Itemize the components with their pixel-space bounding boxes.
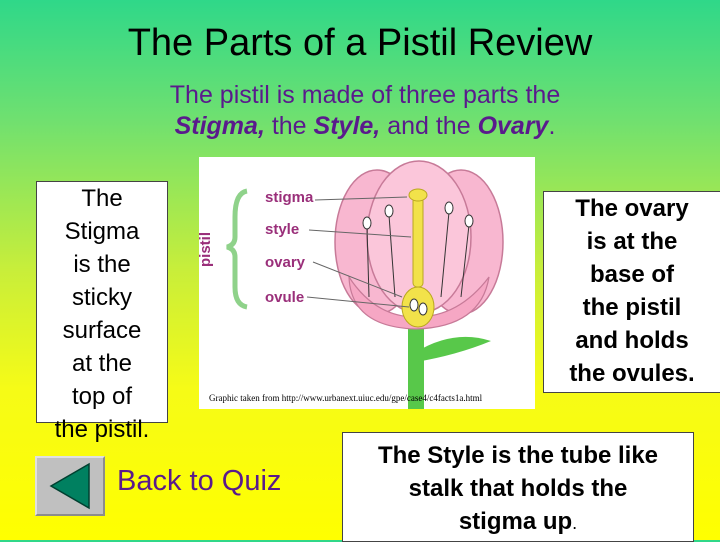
style-line-text: stigma up (458, 508, 573, 535)
stigma-line: is the (73, 251, 131, 278)
ovary-line: is at the (586, 228, 678, 255)
stigma-line: sticky (72, 284, 132, 311)
style-line: The Style is the tube like (377, 442, 659, 469)
stigma-line: The (81, 185, 123, 212)
subtitle-stigma: Stigma, (174, 112, 265, 140)
ovary-line: and holds (575, 327, 689, 354)
image-credit: Graphic taken from http://www.urbanext.u… (209, 393, 483, 403)
back-button[interactable] (35, 456, 105, 516)
subtitle-style: Style, (313, 112, 381, 140)
pistil-diagram: pistil stigma style ovary ovule Graphic … (197, 157, 535, 409)
ovary-line: the ovules. (569, 360, 695, 387)
stigma-description-box: The Stigma is the sticky surface at the … (36, 181, 168, 443)
subtitle-the: the (264, 112, 314, 140)
pistil-diagram-graphic: pistil stigma style ovary ovule (197, 160, 504, 409)
stigma-line: top of (71, 383, 133, 410)
style-line: stalk that holds the (408, 475, 628, 502)
subtitle-period: . (548, 112, 556, 140)
stigma-line: surface (62, 317, 142, 344)
ovary-line: the pistil (582, 294, 682, 321)
ovary-line: base of (589, 261, 675, 288)
stigma-label: stigma (265, 189, 314, 206)
ovary-label: ovary (265, 254, 306, 271)
style-description-box: The Style is the tube like stalk that ho… (342, 432, 694, 542)
subtitle-and-the: and the (380, 112, 478, 140)
page-title: The Parts of a Pistil Review (127, 22, 593, 64)
ovule-label: ovule (265, 289, 304, 306)
style-line: stigma up. (343, 505, 693, 540)
style-label: style (265, 221, 299, 238)
stigma-line: Stigma (64, 218, 140, 245)
subtitle-ovary: Ovary (477, 112, 549, 140)
subtitle-line2: Stigma, the Style, and the Ovary. (110, 111, 620, 142)
ovary-line: The ovary (575, 195, 689, 222)
pistil-label: pistil (199, 232, 214, 267)
subtitle-line1: The pistil is made of three parts the (169, 81, 561, 109)
style-period: . (572, 513, 578, 533)
subtitle: The pistil is made of three parts the St… (110, 80, 620, 142)
triangle-left-icon (49, 462, 90, 510)
back-to-quiz-link[interactable]: Back to Quiz (117, 465, 282, 497)
ovary-description-box: The ovary is at the base of the pistil a… (543, 191, 720, 393)
stigma-line: at the (71, 350, 133, 377)
stigma-line: the pistil. (54, 416, 150, 443)
